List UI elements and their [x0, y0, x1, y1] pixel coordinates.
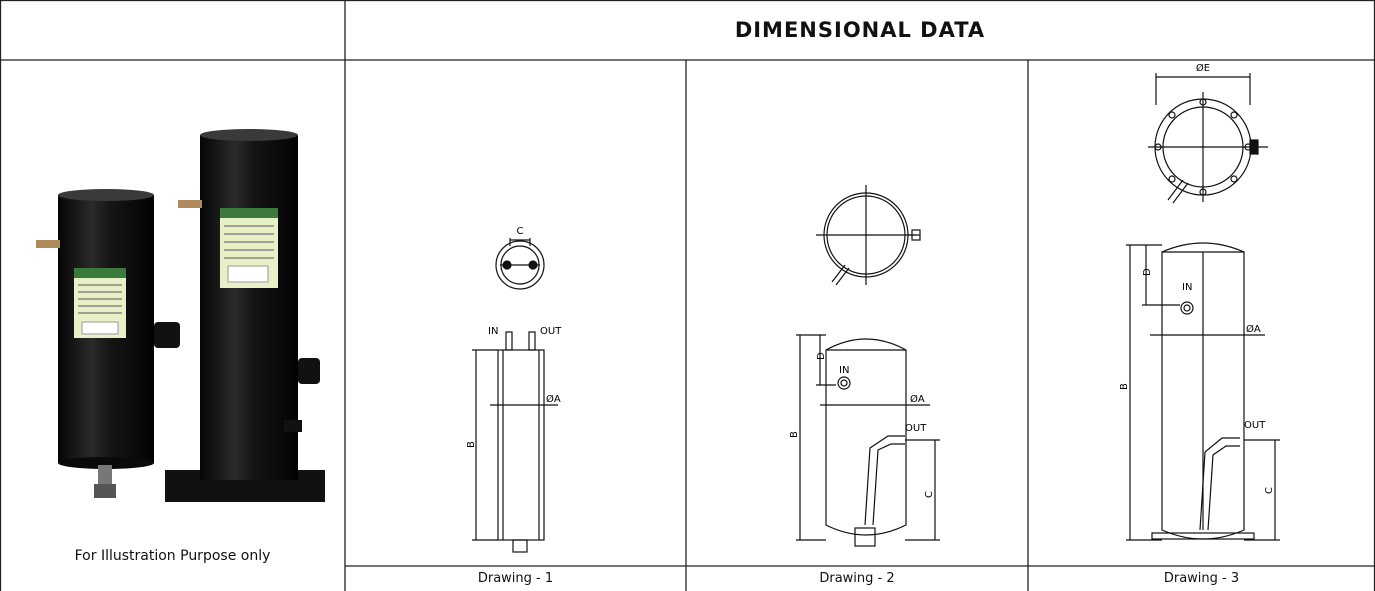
in-label: IN [839, 365, 849, 376]
out-label: OUT [905, 423, 927, 434]
dim-c-label: C [517, 226, 524, 237]
in-label: IN [488, 326, 498, 337]
dim-b-label: B [466, 441, 477, 448]
drawing-1: C IN OUT ØA B [466, 226, 562, 553]
dim-a-label: ØA [910, 393, 925, 405]
photo-caption: For Illustration Purpose only [74, 548, 271, 564]
dim-b-label: B [1119, 383, 1130, 390]
drawing-2: D IN ØA OUT B C [789, 185, 940, 547]
drawing-3: ØE D IN ØA OUT B C [1119, 62, 1280, 541]
product-illustration [36, 129, 325, 502]
dim-c-label: C [924, 491, 935, 498]
dimensional-data-title: DIMENSIONAL DATA [734, 18, 986, 42]
small-receiver-tank [36, 189, 180, 498]
drawing-1-caption: Drawing - 1 [477, 571, 554, 586]
dim-c-label: C [1264, 487, 1275, 494]
dim-a-label: ØA [546, 393, 561, 405]
dim-d-label: D [1142, 268, 1153, 276]
tall-receiver-tank [165, 129, 325, 502]
out-label: OUT [1244, 420, 1266, 431]
dim-b-label: B [789, 431, 800, 438]
drawing-2-caption: Drawing - 2 [819, 571, 895, 586]
out-label: OUT [540, 326, 562, 337]
dim-e-label: ØE [1196, 62, 1210, 74]
dim-d-label: D [816, 352, 827, 360]
dim-a-label: ØA [1246, 323, 1261, 335]
in-label: IN [1182, 282, 1192, 293]
drawing-3-caption: Drawing - 3 [1163, 571, 1240, 586]
